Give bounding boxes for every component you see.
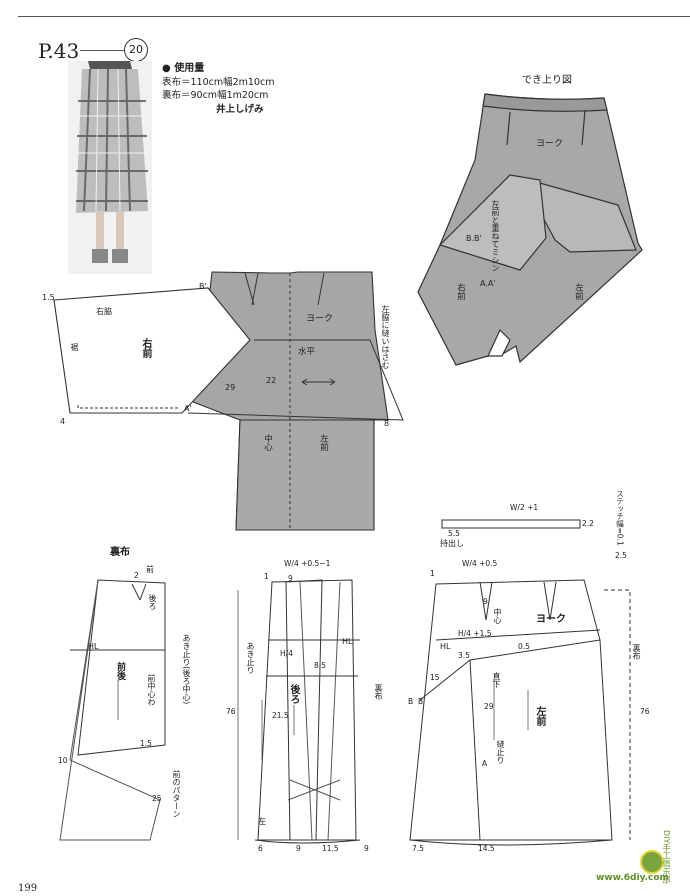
layout-side-note: 左脇に縫いはさむ xyxy=(381,305,390,369)
layout-22: 22 xyxy=(266,376,277,385)
front-3-5: 3.5 xyxy=(458,651,470,660)
layout-1-5: 1.5 xyxy=(42,293,55,302)
pattern-number: 20 xyxy=(129,43,143,56)
front-pattern xyxy=(409,519,631,846)
finished-view-title: でき上り図 xyxy=(522,75,572,86)
lining-fabric: 裏布＝90cm幅1m20cm xyxy=(162,90,269,101)
back-hl: HL xyxy=(342,637,353,646)
dimension-lines xyxy=(117,590,529,840)
front-9: 9 xyxy=(483,597,488,606)
front-stitch-width: ステッチ幅=0.1 xyxy=(615,490,625,546)
header-leader-line xyxy=(80,50,124,51)
layout-right-side: 右脇 xyxy=(96,307,112,316)
front-stitch-end: 縫止り xyxy=(496,740,505,764)
back-21-5: 21.5 xyxy=(272,711,289,720)
finished-skirt xyxy=(417,93,643,366)
layout-4: 4 xyxy=(60,417,66,426)
back-11-5: 11.5 xyxy=(322,844,339,853)
front-1: 1 xyxy=(430,569,435,578)
front-waistband-formula: W/2 +1 xyxy=(510,503,539,512)
back-9c: 9 xyxy=(364,844,369,853)
front-76: 76 xyxy=(640,707,650,716)
back-9: 9 xyxy=(288,574,293,583)
site-logo-text: DIY手工俱乐部 xyxy=(662,830,671,884)
layout-hem: 裾 xyxy=(70,343,79,351)
front-7-5: 7.5 xyxy=(412,844,424,853)
front-b: B xyxy=(418,697,424,706)
front-center: 中心 xyxy=(493,608,502,624)
lining-pattern xyxy=(59,579,166,841)
front-yoke: ヨーク xyxy=(536,614,566,625)
back-h4: H/4 xyxy=(280,649,293,658)
front-0-5: 0.5 xyxy=(518,642,530,651)
layout-left-front: 左前 xyxy=(318,434,329,451)
front-2-5: 2.5 xyxy=(615,551,627,560)
front-5-5: 5.5 xyxy=(448,529,460,538)
finished-left-front: 左前 xyxy=(573,283,584,300)
site-url: www.6diy.com xyxy=(596,873,669,883)
front-14-5: 14.5 xyxy=(478,844,495,853)
back-label: 後ろ xyxy=(288,684,299,704)
page-number: 199 xyxy=(18,883,38,894)
page-ref: P.43 xyxy=(38,39,80,63)
back-76: 76 xyxy=(226,707,236,716)
lining-front: 前 xyxy=(146,565,154,574)
front-underlap: 持出し xyxy=(440,539,464,548)
site-logo: DIY手工俱乐部 www.6diy.com xyxy=(586,830,678,890)
logo-badge-icon xyxy=(640,850,664,874)
back-9b: 9 xyxy=(296,844,301,853)
model-photo xyxy=(68,61,152,274)
layout-29: 29 xyxy=(225,383,236,392)
lining-title: 裏布 xyxy=(110,547,130,558)
front-2-2: 2.2 xyxy=(582,519,594,528)
lining-25: 25 xyxy=(152,794,162,803)
front-29: 29 xyxy=(484,702,494,711)
finished-sew-note: 左前と重ねてミシン xyxy=(491,200,500,272)
back-1: 1 xyxy=(264,572,269,581)
back-8-5: 8.5 xyxy=(314,661,326,670)
front-straight-down: 直下 xyxy=(492,672,501,688)
back-left: 左 xyxy=(258,817,266,826)
top-rule xyxy=(18,16,690,17)
back-pattern xyxy=(254,579,361,844)
back-6: 6 xyxy=(258,844,263,853)
back-waist-formula: W/4 +0.5−1 xyxy=(284,559,331,568)
layout-diagram-front xyxy=(53,287,251,414)
layout-b-prime: B' xyxy=(199,282,207,291)
layout-a-prime: A' xyxy=(184,404,192,413)
front-lining: 裏布 xyxy=(632,644,641,660)
front-h4-formula: H/4 +1.5 xyxy=(458,629,492,638)
layout-guides xyxy=(77,272,404,530)
lining-2: 2 xyxy=(134,571,139,580)
front-hl: HL xyxy=(440,642,451,651)
lining-front-pattern: 前のパターン xyxy=(172,770,181,818)
lining-10: 10 xyxy=(58,756,68,765)
layout-right-front: 右前 xyxy=(140,338,151,358)
lining-back: 後ろ xyxy=(148,594,157,610)
finished-yoke-label: ヨーク xyxy=(536,139,564,149)
outer-fabric: 表布＝110cm幅2m10cm xyxy=(162,77,275,88)
back-opening: あき止り xyxy=(246,642,255,674)
finished-bb-label: B.B' xyxy=(466,234,482,243)
front-left-front: 左前 xyxy=(534,706,545,726)
layout-8: 8 xyxy=(384,419,390,428)
lining-opening: あき止り(後ろ中心) xyxy=(182,634,191,705)
front-waist-formula: W/4 +0.5 xyxy=(462,559,498,568)
front-a: A xyxy=(482,759,488,768)
lining-front-back: 前後 xyxy=(115,662,125,680)
lining-1-5: 1.5 xyxy=(140,739,152,748)
materials-heading: ● 使用量 xyxy=(162,63,205,74)
back-b: B xyxy=(408,697,414,706)
lining-hl: HL xyxy=(88,642,99,651)
finished-aa-label: A.A' xyxy=(480,279,496,288)
layout-yoke: ヨーク xyxy=(306,314,334,324)
finish-note: 井上しげみ xyxy=(216,104,264,115)
finished-right-front: 右前 xyxy=(455,283,466,300)
lining-center-fold: 前中心わ xyxy=(147,674,156,706)
back-lining: 裏布 xyxy=(374,684,383,700)
layout-horizontal: 水平 xyxy=(298,347,316,357)
front-15: 15 xyxy=(430,673,440,682)
layout-center: 中心 xyxy=(262,434,273,451)
